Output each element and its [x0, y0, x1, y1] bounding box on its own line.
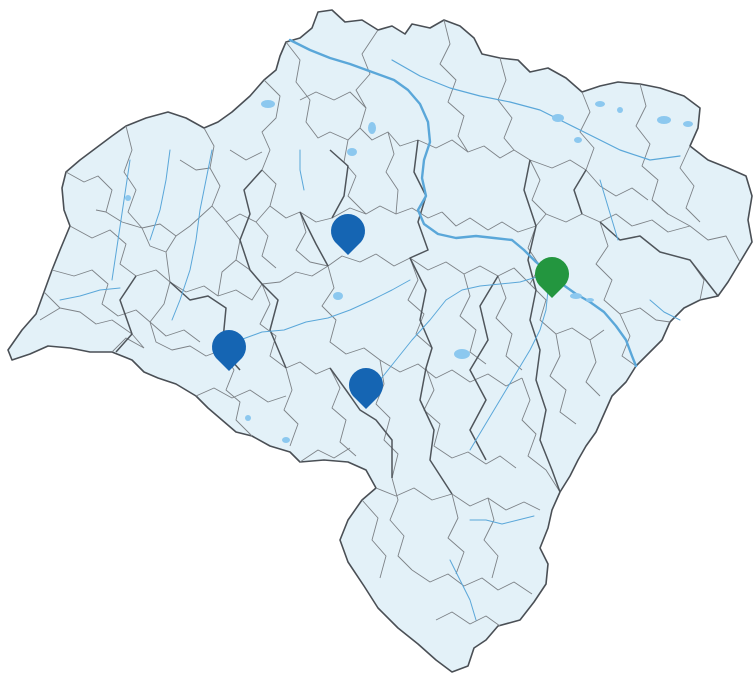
map-pin-icon[interactable]: [331, 214, 365, 255]
lakes: [125, 100, 693, 443]
region-outline: [7, 9, 753, 673]
marker-north-pin[interactable]: [331, 214, 365, 255]
map-pin-icon[interactable]: [535, 257, 569, 298]
map-pin-icon[interactable]: [212, 330, 246, 371]
marker-west-pin[interactable]: [212, 330, 246, 371]
marker-east-pin[interactable]: [535, 257, 569, 298]
map-pin-icon[interactable]: [348, 368, 383, 409]
marker-south-pin[interactable]: [348, 368, 383, 409]
marker-layer[interactable]: [212, 214, 569, 409]
